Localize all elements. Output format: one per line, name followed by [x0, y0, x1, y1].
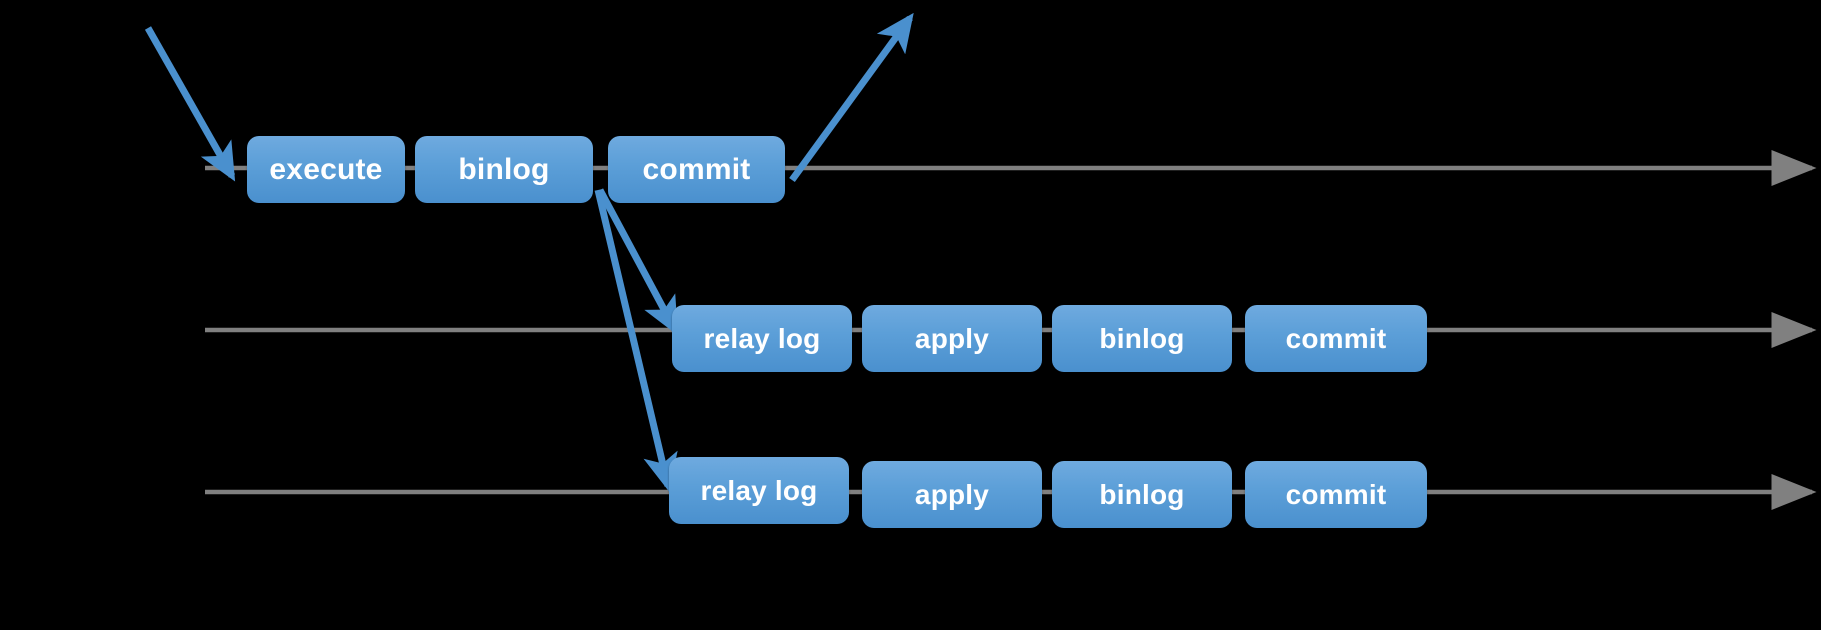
process-box-label: commit	[1285, 322, 1387, 354]
process-box-master-execute[interactable]: execute	[247, 136, 405, 203]
flow-arrow-group	[144, 12, 914, 493]
process-box-replica-1-binlog[interactable]: binlog	[1052, 305, 1232, 372]
process-box-label: apply	[914, 322, 990, 354]
process-box-replica-1-commit[interactable]: commit	[1245, 305, 1427, 372]
replicate-to-replica-2-arrow	[594, 189, 678, 493]
process-box-label: apply	[914, 478, 990, 510]
process-box-label: relay log	[700, 474, 818, 506]
outgoing-response-arrow	[789, 12, 914, 183]
process-box-label: binlog	[1099, 322, 1185, 354]
process-box-label: relay log	[703, 322, 821, 354]
incoming-request-arrow	[144, 26, 236, 182]
replicate-to-replica-1-arrow	[596, 188, 679, 336]
process-box-label: execute	[269, 152, 383, 186]
process-box-master-binlog[interactable]: binlog	[415, 136, 593, 203]
process-box-replica-2-apply[interactable]: apply	[862, 461, 1042, 528]
process-box-label: commit	[642, 152, 751, 186]
process-box-label: binlog	[1099, 478, 1185, 510]
process-box-replica-1-relay-log[interactable]: relay log	[672, 305, 852, 372]
process-box-master-commit[interactable]: commit	[608, 136, 785, 203]
process-box-label: binlog	[458, 152, 550, 186]
process-box-replica-2-relay-log[interactable]: relay log	[669, 457, 849, 524]
process-box-replica-2-binlog[interactable]: binlog	[1052, 461, 1232, 528]
process-box-label: commit	[1285, 478, 1387, 510]
process-box-replica-2-commit[interactable]: commit	[1245, 461, 1427, 528]
process-box-replica-1-apply[interactable]: apply	[862, 305, 1042, 372]
